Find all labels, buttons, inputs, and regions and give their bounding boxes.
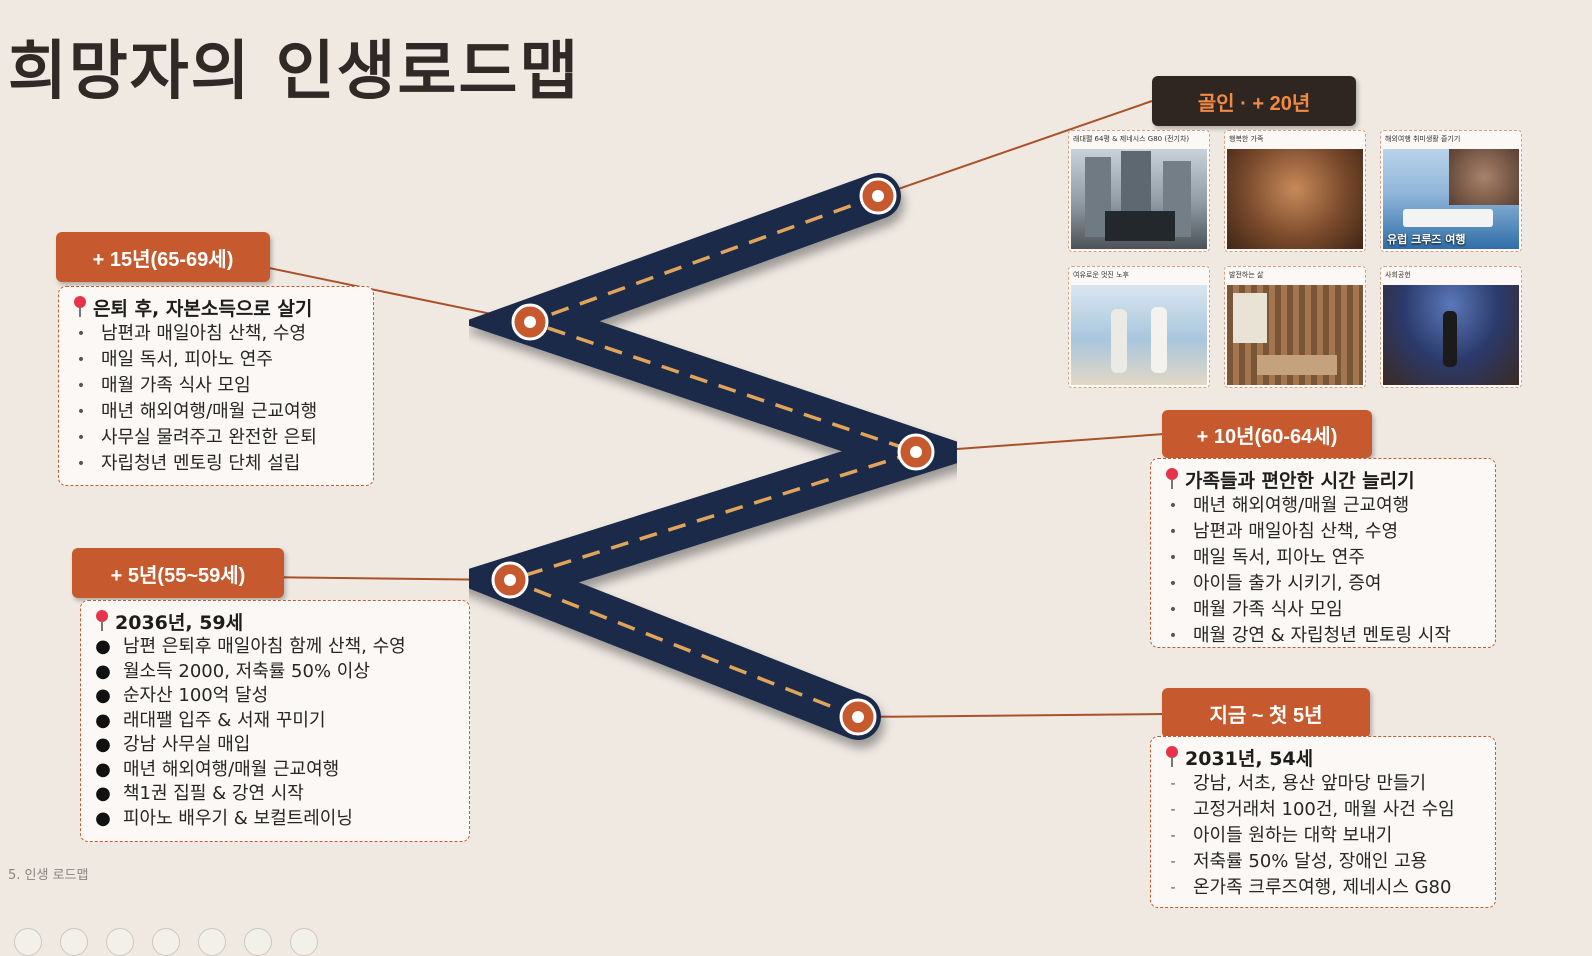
list-item: ●남편 은퇴후 매일아침 함께 산책, 수영 bbox=[95, 635, 457, 660]
list-item: -저축률 50% 달성, 장애인 고용 bbox=[1165, 849, 1483, 875]
list-item: •매월 가족 식사 모임 bbox=[1165, 597, 1483, 623]
nav-dot[interactable] bbox=[198, 928, 226, 956]
milestone-15y-head: 은퇴 후, 자본소득으로 살기 bbox=[73, 293, 361, 321]
dash-icon: - bbox=[1170, 828, 1176, 844]
milestone-10y-card: 가족들과 편안한 시간 늘리기 •매년 해외여행/매월 근교여행 •남편과 매일… bbox=[1150, 458, 1496, 648]
list-item: -강남, 서초, 용산 앞마당 만들기 bbox=[1165, 771, 1483, 797]
nav-dot[interactable] bbox=[152, 928, 180, 956]
dash-icon: - bbox=[1170, 854, 1176, 870]
node-now bbox=[839, 698, 877, 736]
list-item: •매월 강연 & 자립청년 멘토링 시작 bbox=[1165, 623, 1483, 649]
nav-dot[interactable] bbox=[244, 928, 272, 956]
nav-dot[interactable] bbox=[60, 928, 88, 956]
photo-cruise: 해외여행 취미생활 즐기기 유럽 크루즈 여행 bbox=[1380, 130, 1522, 252]
bullet-icon: • bbox=[76, 430, 86, 446]
list-item: ●강남 사무실 매입 bbox=[95, 733, 457, 758]
milestone-now-tag: 지금 ~ 첫 5년 bbox=[1162, 688, 1370, 738]
photo-study: 발전하는 삶 bbox=[1224, 266, 1366, 388]
pin-icon bbox=[95, 610, 109, 632]
milestone-15y-card: 은퇴 후, 자본소득으로 살기 •남편과 매일아침 산책, 수영 •매일 독서,… bbox=[58, 286, 374, 486]
bullet-icon: • bbox=[76, 404, 86, 420]
connector-line-now bbox=[857, 713, 1165, 718]
photo-apartment: 래대팰 64평 & 제네시스 G80 (전기차) bbox=[1068, 130, 1210, 252]
nav-dot[interactable] bbox=[106, 928, 134, 956]
connector-line-goal bbox=[877, 100, 1153, 197]
bullet-icon: • bbox=[76, 326, 86, 342]
bullet-icon: • bbox=[76, 352, 86, 368]
pin-icon bbox=[1165, 468, 1179, 490]
bullet-icon: ● bbox=[95, 660, 111, 682]
list-item: •자립청년 멘토링 단체 설립 bbox=[73, 451, 361, 477]
list-item: •매일 독서, 피아노 연주 bbox=[73, 347, 361, 373]
bullet-icon: ● bbox=[95, 709, 111, 731]
list-item: •매일 독서, 피아노 연주 bbox=[1165, 545, 1483, 571]
bullet-icon: • bbox=[1168, 550, 1178, 566]
milestone-5y-tag: + 5년(55~59세) bbox=[72, 548, 284, 598]
nav-dot[interactable] bbox=[14, 928, 42, 956]
list-item: •매년 해외여행/매월 근교여행 bbox=[73, 399, 361, 425]
bullet-icon: ● bbox=[95, 734, 111, 755]
dash-icon: - bbox=[1170, 776, 1176, 792]
bullet-icon: • bbox=[1168, 628, 1178, 644]
bullet-icon: ● bbox=[95, 685, 111, 706]
slide-footer: 5. 인생 로드맵 bbox=[8, 868, 89, 883]
goal-tag: 골인 · + 20년 bbox=[1152, 76, 1356, 126]
photo-family: 행복한 가족 bbox=[1224, 130, 1366, 252]
list-item: •사무실 물려주고 완전한 은퇴 bbox=[73, 425, 361, 451]
bullet-icon: • bbox=[1168, 498, 1178, 514]
node-5y bbox=[491, 561, 529, 599]
bullet-icon: • bbox=[1168, 602, 1178, 618]
pin-icon bbox=[1165, 746, 1179, 768]
milestone-10y-tag: + 10년(60-64세) bbox=[1162, 410, 1372, 458]
photo-lecture: 사회공헌 bbox=[1380, 266, 1522, 388]
list-item: -고정거래처 100건, 매월 사건 수임 bbox=[1165, 797, 1483, 823]
page-title: 희망자의 인생로드맵 bbox=[8, 35, 581, 109]
list-item: -온가족 크루즈여행, 제네시스 G80 bbox=[1165, 875, 1483, 901]
node-goal bbox=[859, 177, 897, 215]
milestone-5y-head: 2036년, 59세 bbox=[95, 607, 457, 635]
bullet-icon: • bbox=[1168, 576, 1178, 592]
list-item: -아이들 원하는 대학 보내기 bbox=[1165, 823, 1483, 849]
node-15y bbox=[511, 303, 549, 341]
milestone-now-card: 2031년, 54세 -강남, 서초, 용산 앞마당 만들기 -고정거래처 10… bbox=[1150, 736, 1496, 908]
nav-dot[interactable] bbox=[290, 928, 318, 956]
milestone-5y-card: 2036년, 59세 ●남편 은퇴후 매일아침 함께 산책, 수영 ●월소득 2… bbox=[80, 600, 470, 842]
bullet-icon: • bbox=[76, 378, 86, 394]
list-item: ●피아노 배우기 & 보컬트레이닝 bbox=[95, 807, 457, 832]
list-item: •아이들 출가 시키기, 증여 bbox=[1165, 571, 1483, 597]
slide-nav-dots bbox=[14, 928, 318, 956]
list-item: •남편과 매일아침 산책, 수영 bbox=[73, 321, 361, 347]
bullet-icon: ● bbox=[95, 807, 111, 829]
list-item: ●매년 해외여행/매월 근교여행 bbox=[95, 758, 457, 783]
bullet-icon: • bbox=[76, 456, 86, 472]
milestone-15y-tag: + 15년(65-69세) bbox=[56, 232, 270, 282]
list-item: •매월 가족 식사 모임 bbox=[73, 373, 361, 399]
pin-icon bbox=[73, 296, 87, 318]
bullet-icon: ● bbox=[95, 783, 111, 804]
bullet-icon: ● bbox=[95, 636, 111, 657]
list-item: ●책1권 집필 & 강연 시작 bbox=[95, 782, 457, 807]
dash-icon: - bbox=[1170, 802, 1176, 818]
list-item: ●래대팰 입주 & 서재 꾸미기 bbox=[95, 709, 457, 734]
list-item: •남편과 매일아침 산책, 수영 bbox=[1165, 519, 1483, 545]
milestone-10y-head: 가족들과 편안한 시간 늘리기 bbox=[1165, 465, 1483, 493]
milestone-now-head: 2031년, 54세 bbox=[1165, 743, 1483, 771]
dash-icon: - bbox=[1170, 880, 1176, 896]
connector-line-15y bbox=[239, 261, 531, 323]
bullet-icon: • bbox=[1168, 524, 1178, 540]
list-item: ●순자산 100억 달성 bbox=[95, 684, 457, 709]
list-item: •매년 해외여행/매월 근교여행 bbox=[1165, 493, 1483, 519]
bullet-icon: ● bbox=[95, 758, 111, 780]
list-item: ●월소득 2000, 저축률 50% 이상 bbox=[95, 660, 457, 685]
node-10y bbox=[897, 433, 935, 471]
photo-retirement: 여유로운 멋진 노후 bbox=[1068, 266, 1210, 388]
